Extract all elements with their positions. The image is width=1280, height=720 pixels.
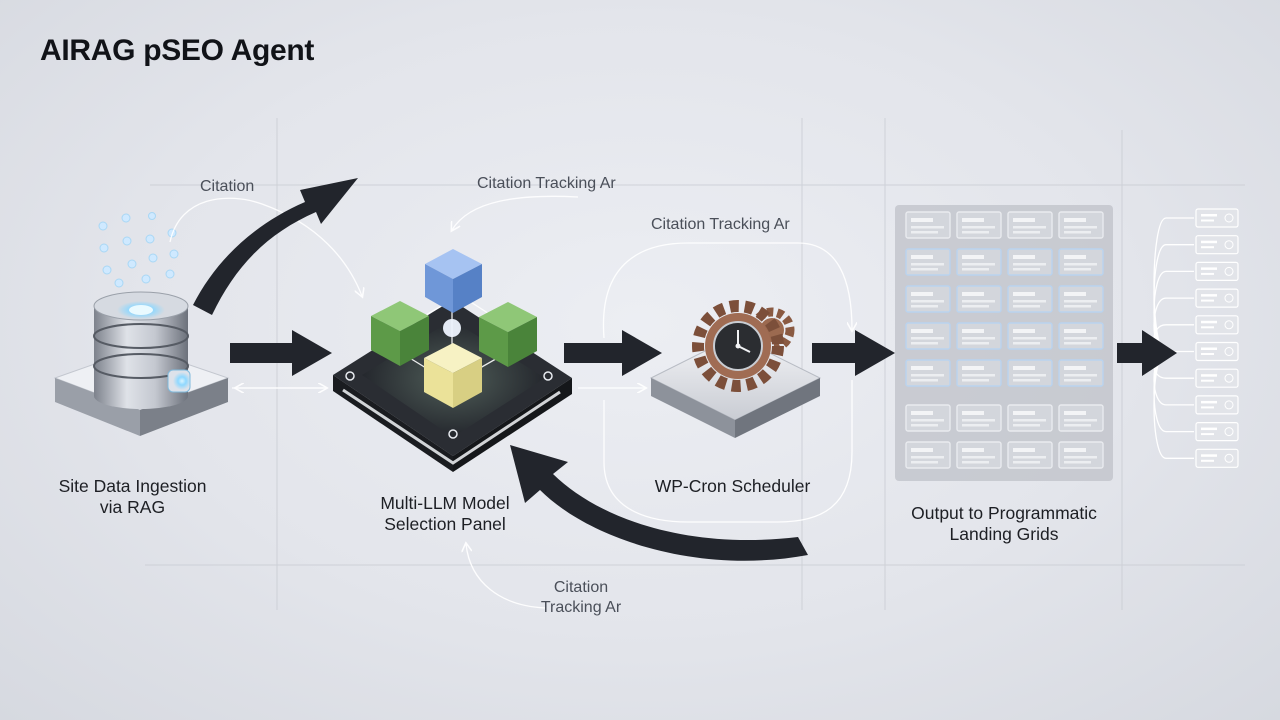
landing-page-icon xyxy=(1195,395,1239,415)
grid-tile xyxy=(1007,359,1053,387)
grid-tile xyxy=(956,322,1002,350)
landing-page-icon xyxy=(1195,368,1239,388)
data-particles xyxy=(98,212,179,288)
grid-tile xyxy=(956,285,1002,313)
landing-page-icon xyxy=(1195,288,1239,308)
arrow-curved-up xyxy=(193,178,358,315)
fanout-line xyxy=(1153,352,1194,433)
arrow-llm-to-scheduler xyxy=(564,330,662,376)
flow-arrows xyxy=(193,178,1177,561)
fanout-line xyxy=(1153,352,1194,459)
llm-caption-line2: Selection Panel xyxy=(384,514,506,534)
arrow-output-to-pages xyxy=(1117,330,1177,376)
grid-tile xyxy=(1058,285,1104,313)
arrow-curved-feedback xyxy=(510,445,808,561)
ingestion-caption: Site Data Ingestion via RAG xyxy=(40,476,225,518)
grid-tile xyxy=(905,322,951,350)
grid-tile xyxy=(1058,441,1104,469)
citation-loop-top-left xyxy=(169,197,362,296)
arrow-scheduler-to-output xyxy=(812,330,895,376)
citation-loop-lower xyxy=(603,380,853,523)
grid-tile xyxy=(1007,211,1053,239)
landing-page-icon xyxy=(1195,261,1239,281)
grid-tile xyxy=(956,404,1002,432)
background-grid xyxy=(145,118,1245,610)
grid-tile xyxy=(1058,211,1104,239)
grid-tile xyxy=(905,359,951,387)
landing-page-icon xyxy=(1195,422,1239,442)
landing-page-icon xyxy=(1195,235,1239,255)
landing-page-icon xyxy=(1195,315,1239,335)
grid-tile xyxy=(905,248,951,276)
scheduler-caption-label: WP-Cron Scheduler xyxy=(654,476,811,496)
landing-page-icon xyxy=(1195,341,1239,362)
grid-tile xyxy=(956,248,1002,276)
llm-caption-line1: Multi-LLM Model xyxy=(380,493,510,513)
grid-tile xyxy=(956,359,1002,387)
grid-tile xyxy=(1058,248,1104,276)
grid-tile xyxy=(956,211,1002,239)
scheduler-caption: WP-Cron Scheduler xyxy=(640,476,825,497)
citation-loop-bottom xyxy=(466,544,547,609)
grid-tile xyxy=(1007,248,1053,276)
citation-label: Citation xyxy=(200,178,255,195)
output-caption-line2: Landing Grids xyxy=(949,524,1059,544)
landing-page-icon xyxy=(1195,208,1239,228)
grid-tile xyxy=(956,441,1002,469)
fanout-line xyxy=(1153,244,1194,354)
grid-tile xyxy=(1058,359,1104,387)
grid-tile xyxy=(905,211,951,239)
citation-tracking-mid-label: Citation Tracking Ar xyxy=(651,216,790,233)
landing-grid-icon xyxy=(895,205,1113,481)
grid-tile xyxy=(1007,322,1053,350)
grid-tile xyxy=(905,285,951,313)
grid-tile xyxy=(1058,322,1104,350)
model-cubes-icon xyxy=(333,249,572,472)
llm-caption: Multi-LLM Model Selection Panel xyxy=(355,493,535,535)
fanout-line xyxy=(1153,217,1194,354)
grid-tile xyxy=(1007,285,1053,313)
arrow-ingestion-to-llm xyxy=(230,330,332,376)
grid-tile xyxy=(1007,441,1053,469)
citation-tracking-bottom-line1: Citation xyxy=(553,579,609,596)
citation-loop-scheduler xyxy=(602,242,852,339)
ingestion-caption-line1: Site Data Ingestion xyxy=(58,476,207,496)
citation-tracking-bottom-line2: Tracking Ar xyxy=(540,599,622,616)
citation-loops xyxy=(169,195,853,609)
grid-tile xyxy=(1007,404,1053,432)
grid-tile xyxy=(905,441,951,469)
grid-tile xyxy=(905,404,951,432)
output-caption: Output to Programmatic Landing Grids xyxy=(895,503,1113,545)
fanout-line xyxy=(1153,270,1194,354)
grid-tile xyxy=(1058,404,1104,432)
citation-loop-top xyxy=(452,195,579,230)
output-caption-line1: Output to Programmatic xyxy=(911,503,1097,523)
citation-tracking-bottom-label: Citation Tracking Ar xyxy=(520,578,642,618)
gear-clock-icon xyxy=(649,300,822,438)
database-icon xyxy=(53,212,230,436)
page-fanout xyxy=(1153,208,1239,468)
ingestion-caption-line2: via RAG xyxy=(99,497,166,517)
landing-page-icon xyxy=(1195,448,1239,468)
citation-tracking-top-label: Citation Tracking Ar xyxy=(477,175,616,192)
grid-tiles xyxy=(905,211,1104,469)
diagram-title: AIRAG pSEO Agent xyxy=(40,34,315,67)
